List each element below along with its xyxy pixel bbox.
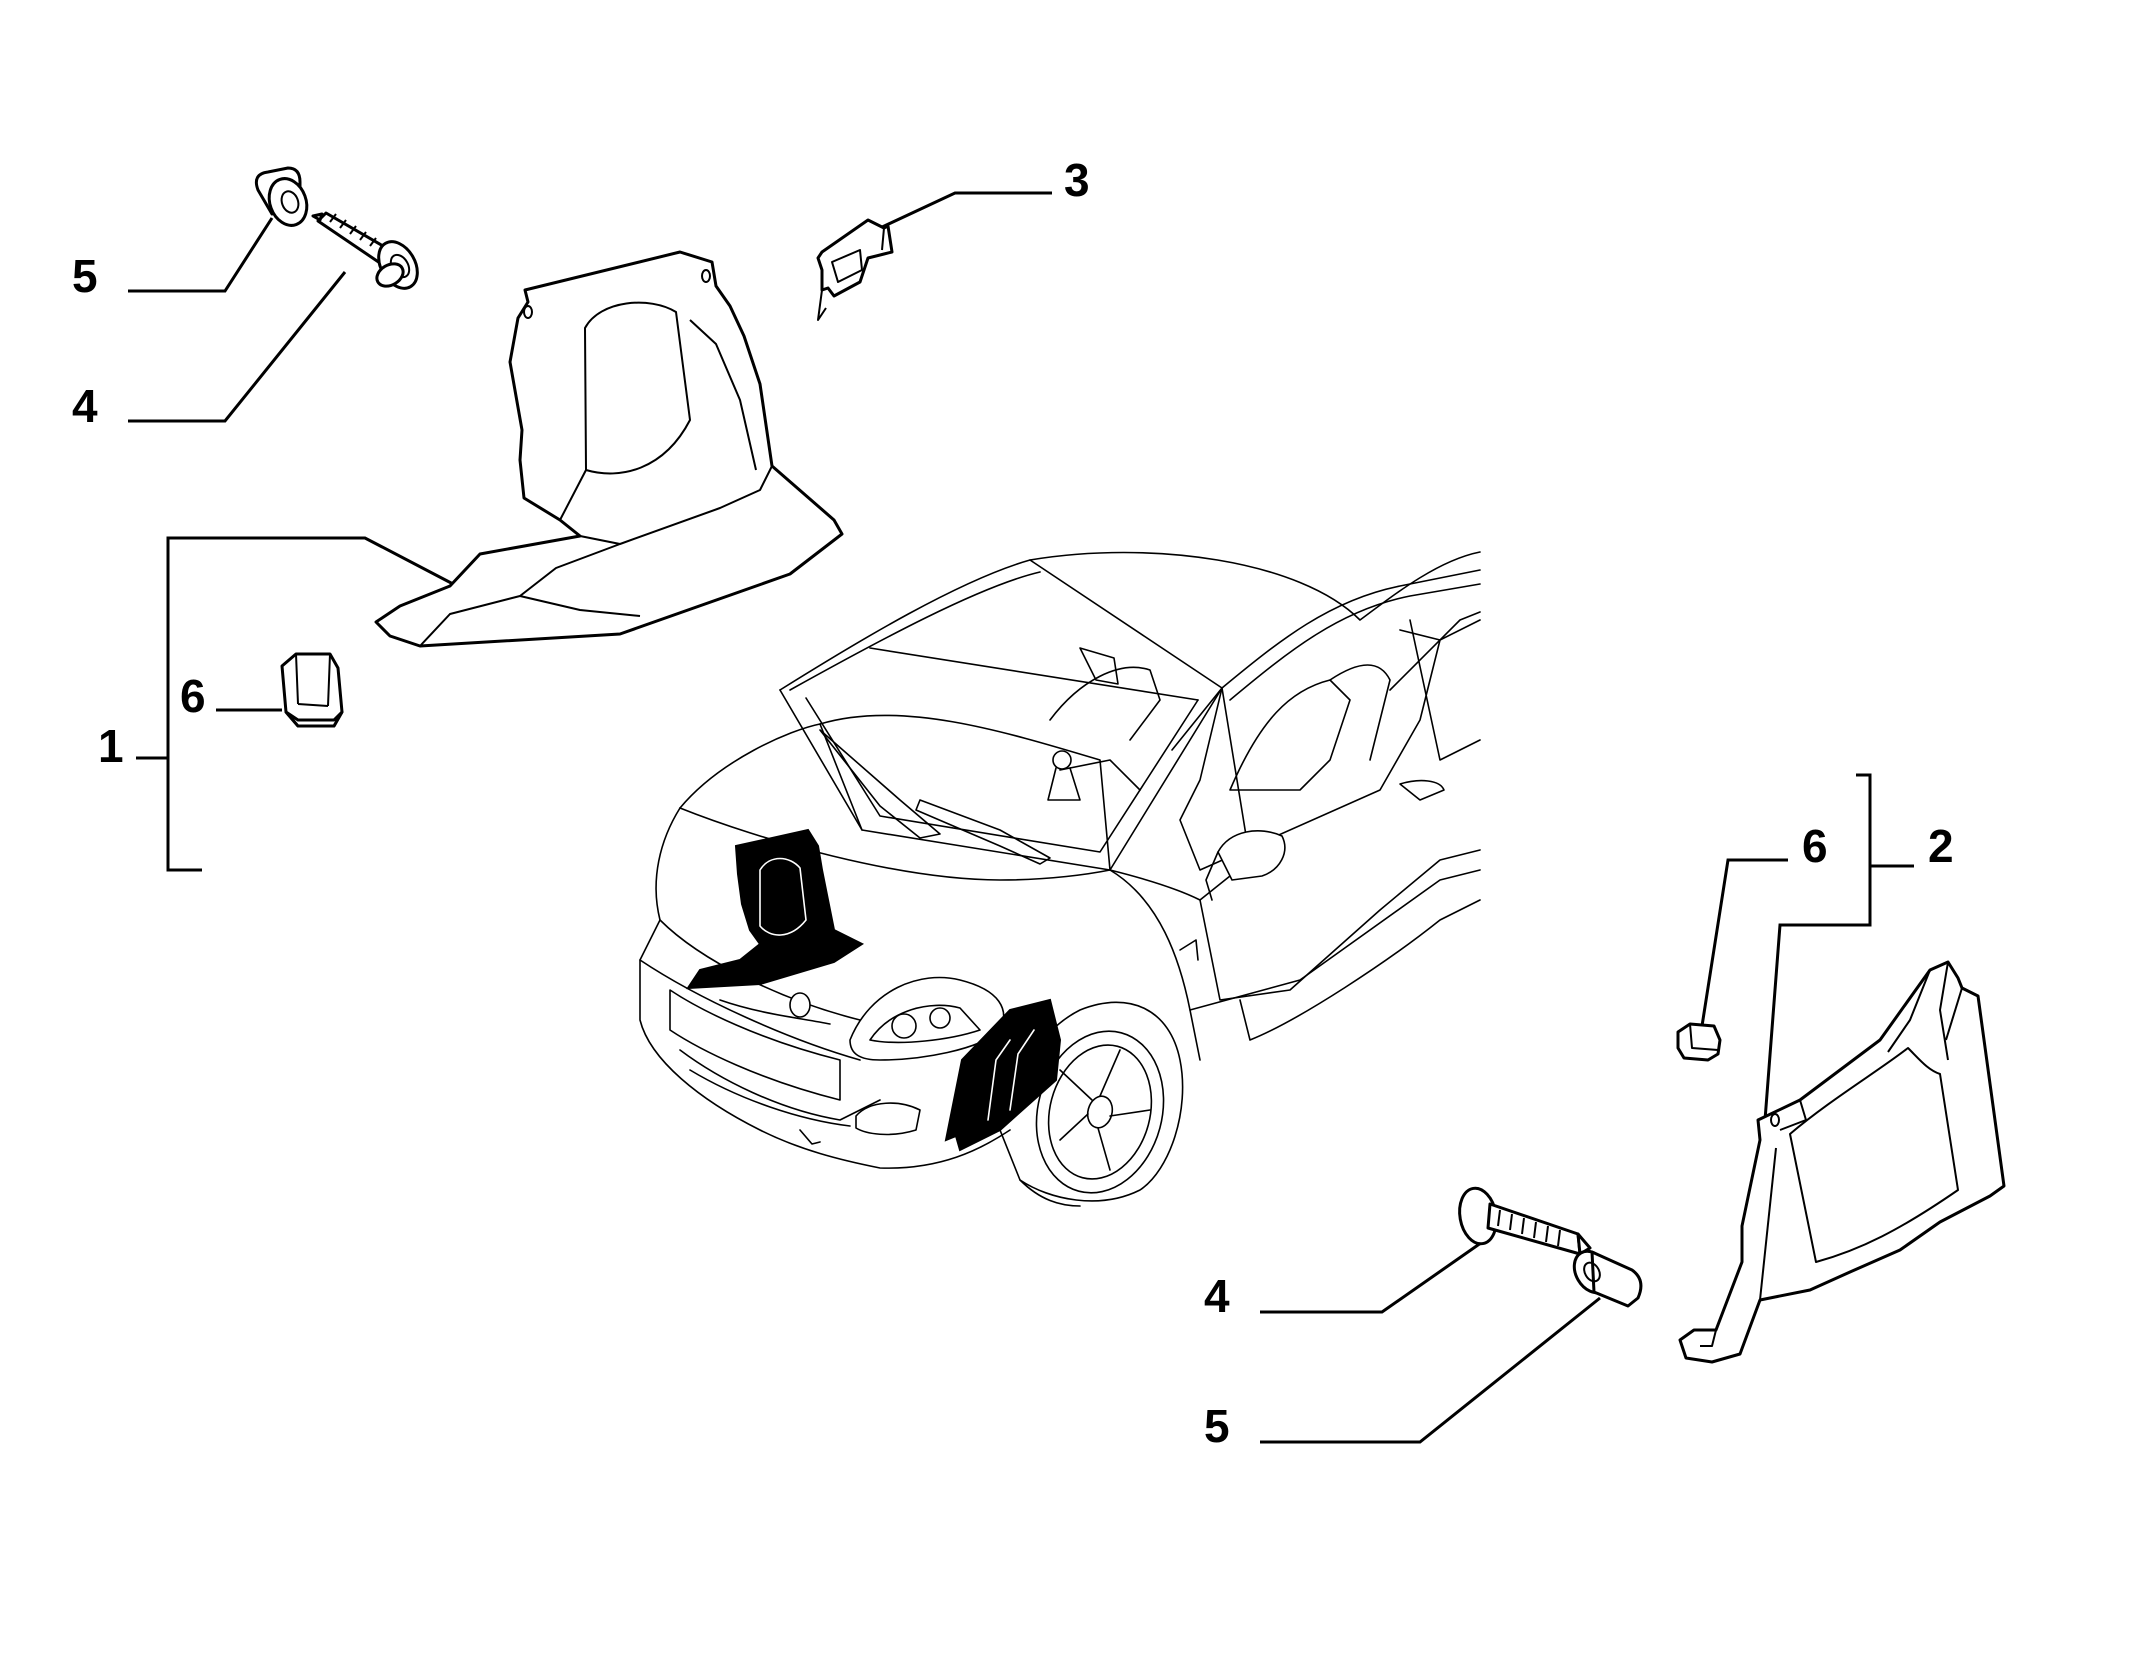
left-shield-on-car xyxy=(686,828,865,990)
leader-4-bottom xyxy=(1260,1236,1489,1314)
bracket-icon xyxy=(816,218,894,321)
car-illustration xyxy=(639,551,1481,1207)
leader-5-bottom xyxy=(1260,1296,1601,1444)
callout-6-right: 6 xyxy=(1802,820,1828,872)
callout-5-bottom: 5 xyxy=(1204,1400,1230,1452)
bracket-2 xyxy=(1763,773,1872,1121)
leader-6-right xyxy=(1700,858,1788,1027)
push-nut-icon-left xyxy=(254,166,309,227)
callout-5-left: 5 xyxy=(72,250,98,302)
clip-icon-left xyxy=(280,652,344,728)
callout-6-left: 6 xyxy=(180,670,206,722)
callout-4-left: 4 xyxy=(72,380,98,432)
callout-3: 3 xyxy=(1064,154,1090,206)
left-splash-shield-icon xyxy=(374,250,844,648)
right-shield-on-car xyxy=(944,998,1062,1152)
push-nut-icon-bottom xyxy=(1572,1249,1643,1308)
leader-4-left xyxy=(128,271,347,423)
callout-4-bottom: 4 xyxy=(1204,1270,1230,1322)
leader-lines xyxy=(128,191,1914,1444)
callout-1: 1 xyxy=(98,720,124,772)
leader-3 xyxy=(879,191,1052,230)
right-splash-shield-icon xyxy=(1678,960,2006,1364)
screw-icon-bottom xyxy=(1458,1186,1592,1256)
leader-1-shield xyxy=(168,536,456,587)
clip-icon-right xyxy=(1676,1022,1722,1062)
screw-icon-left xyxy=(311,211,419,290)
callout-2: 2 xyxy=(1928,820,1954,872)
leader-5-left xyxy=(128,217,274,293)
